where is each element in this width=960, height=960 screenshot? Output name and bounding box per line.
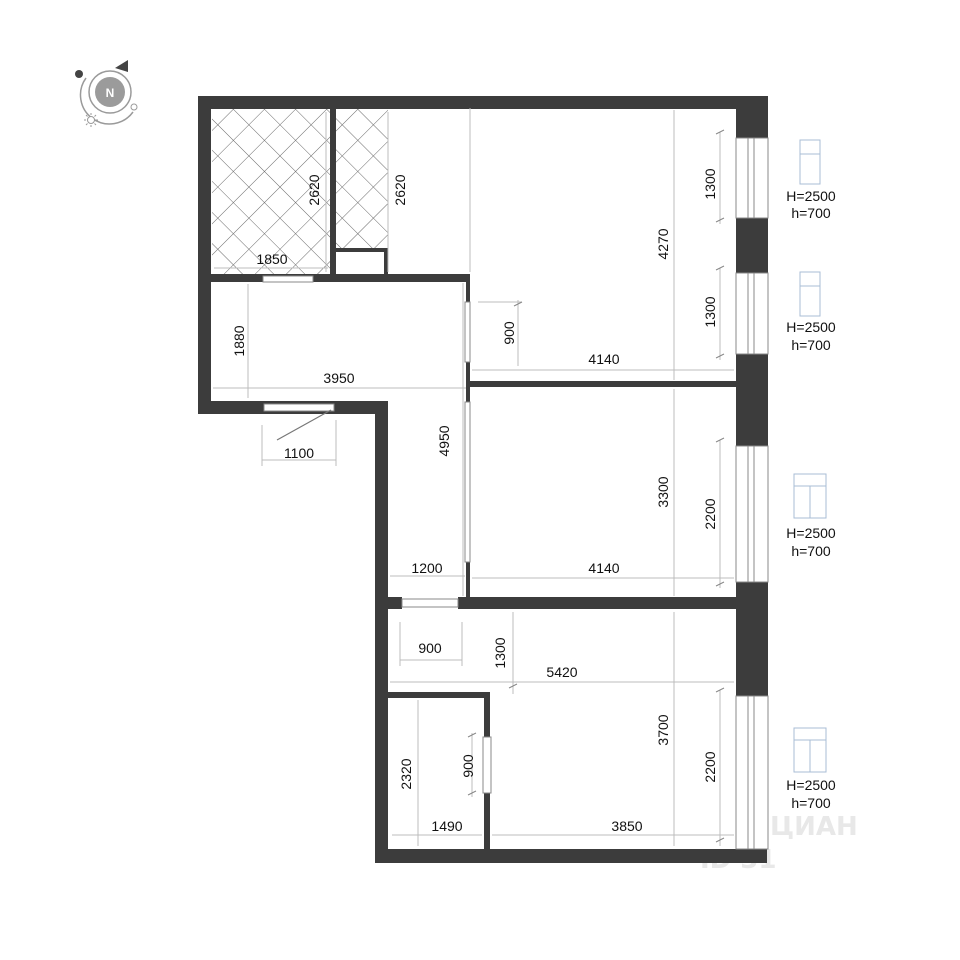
window-2-H: H=2500: [786, 319, 836, 335]
window-3-H: H=2500: [786, 525, 836, 541]
dim-room2-win: 2200: [702, 498, 718, 529]
window-4-H: H=2500: [786, 777, 836, 793]
dim-kitchen-strip: 1300: [492, 637, 508, 668]
entrance-door-swing: [276, 409, 332, 441]
dim-bath1-height: 2620: [306, 174, 322, 205]
dim-entrance-door: 1100: [284, 445, 314, 461]
dim-room1-door: 900: [501, 321, 517, 345]
svg-text:ЦИАН: ЦИАН: [770, 812, 858, 842]
dim-bath-width: 1850: [256, 251, 287, 267]
dim-bath2-height: 2620: [392, 174, 408, 205]
dim-kitchen-door: 900: [418, 640, 442, 656]
dimension-ticks: [467, 129, 725, 843]
dimension-lines: [213, 108, 734, 846]
window-legend: H=2500 h=700 H=2500 h=700 H=2500 h=700 H…: [786, 139, 836, 811]
bathroom-tile: [212, 109, 330, 276]
dim-kitchen-lower-width: 3850: [611, 818, 642, 834]
window-icon: [793, 727, 827, 773]
dim-corridor-width: 1200: [411, 560, 442, 576]
walls: [198, 96, 768, 863]
window-2-h: h=700: [791, 337, 831, 353]
dim-kitchen-height: 3700: [655, 714, 671, 745]
dim-hall-height: 1880: [231, 325, 247, 356]
dim-room2-width: 4140: [588, 560, 619, 576]
window-icon: [799, 271, 821, 317]
compass-label: N: [106, 86, 115, 100]
sun-icon: [84, 113, 98, 127]
window-icon: [793, 473, 827, 519]
dim-closet-height: 2320: [398, 758, 414, 789]
compass-icon: N: [75, 60, 138, 127]
dim-room1-win2: 1300: [702, 296, 718, 327]
toilet-tile: [336, 109, 388, 248]
window-1-h: h=700: [791, 205, 831, 221]
dim-room1-height: 4270: [655, 228, 671, 259]
dim-hall-width: 3950: [323, 370, 354, 386]
dim-room1-width: 4140: [588, 351, 619, 367]
window-1-H: H=2500: [786, 188, 836, 204]
dimension-labels: 2620 2620 1850 1880 3950 1100 4950 1200 …: [231, 168, 718, 834]
dim-corridor-length: 4950: [436, 425, 452, 456]
openings: [262, 275, 492, 794]
window-3-h: h=700: [791, 543, 831, 559]
dim-closet-door: 900: [460, 754, 476, 778]
dim-kitchen-win: 2200: [702, 751, 718, 782]
watermark: ЦИАН ID 31: [700, 812, 858, 875]
window-icon: [799, 139, 821, 185]
windows-in-wall: [735, 137, 769, 850]
dim-closet-width: 1490: [431, 818, 462, 834]
dim-room2-height: 3300: [655, 476, 671, 507]
dim-kitchen-width: 5420: [546, 664, 577, 680]
window-4-h: h=700: [791, 795, 831, 811]
dim-room1-win1: 1300: [702, 168, 718, 199]
